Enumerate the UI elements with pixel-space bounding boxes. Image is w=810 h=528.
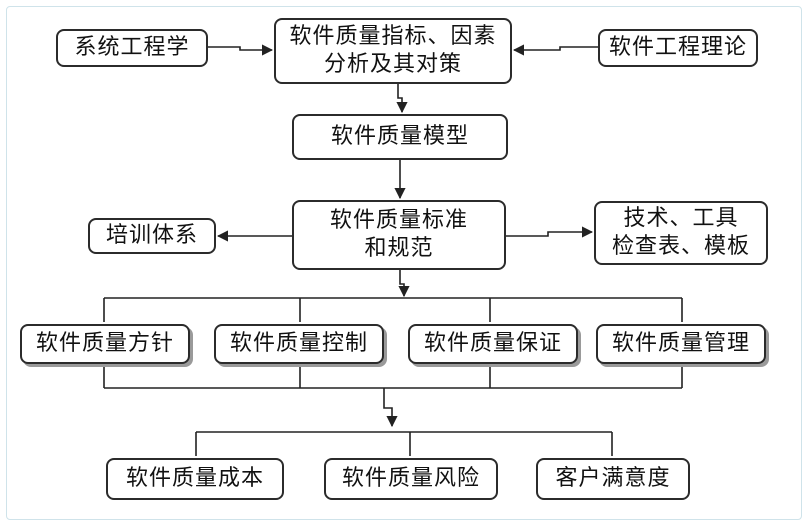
node-tech-tools: 技术、工具 检查表、模板 bbox=[594, 201, 768, 265]
node-quality-model: 软件质量模型 bbox=[292, 114, 508, 160]
arrow-standards-to-branch bbox=[398, 270, 410, 298]
node-quality-assurance: 软件质量保证 bbox=[408, 324, 578, 364]
node-systems-engineering: 系统工程学 bbox=[56, 29, 208, 67]
arrow-collector-to-results bbox=[383, 388, 398, 428]
node-quality-standards-line2: 和规范 bbox=[364, 236, 434, 261]
node-quality-indicators-line2: 分析及其对策 bbox=[323, 52, 462, 77]
node-quality-risk: 软件质量风险 bbox=[324, 458, 498, 500]
arrow-systems-to-indicators bbox=[208, 44, 274, 56]
node-tech-tools-line1: 技术、工具 bbox=[623, 206, 739, 231]
node-quality-standards-line1: 软件质量标准 bbox=[329, 208, 468, 233]
node-customer-satisfaction: 客户满意度 bbox=[536, 458, 690, 500]
node-tech-tools-line2: 检查表、模板 bbox=[611, 234, 750, 259]
node-quality-policy: 软件质量方针 bbox=[20, 324, 190, 364]
node-quality-indicators-line1: 软件质量指标、因素 bbox=[289, 24, 497, 49]
node-quality-management: 软件质量管理 bbox=[596, 324, 766, 364]
node-quality-standards: 软件质量标准 和规范 bbox=[292, 200, 506, 270]
arrow-standards-to-tools bbox=[506, 226, 594, 238]
arrow-indicators-to-model bbox=[396, 84, 408, 114]
node-quality-indicators: 软件质量指标、因素 分析及其对策 bbox=[274, 18, 512, 84]
arrow-theory-to-indicators bbox=[512, 44, 598, 56]
node-quality-cost: 软件质量成本 bbox=[106, 458, 284, 500]
node-software-engineering-theory: 软件工程理论 bbox=[598, 29, 758, 67]
node-training-system: 培训体系 bbox=[88, 218, 216, 254]
node-quality-control: 软件质量控制 bbox=[214, 324, 384, 364]
